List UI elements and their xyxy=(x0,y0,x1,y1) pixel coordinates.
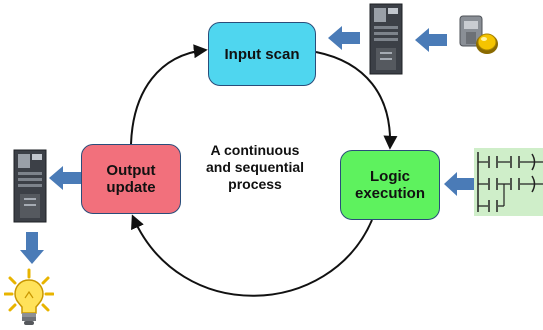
flow-arrow-module-to-input xyxy=(328,26,360,50)
ladder-diagram-icon xyxy=(474,148,543,216)
output-update-box: Output update xyxy=(81,144,181,214)
cycle-arrow-input-to-logic xyxy=(315,51,398,150)
logic-execution-label: Logic execution xyxy=(354,168,426,202)
input-scan-box: Input scan xyxy=(208,22,316,86)
output-update-label: Output update xyxy=(106,162,156,196)
plc-module-icon xyxy=(369,3,403,75)
center-caption: A continuous and sequential process xyxy=(205,142,305,192)
push-button-icon xyxy=(459,15,498,54)
cycle-arrow-output-to-input xyxy=(130,44,208,145)
logic-execution-box: Logic execution xyxy=(340,150,440,220)
plc-module-icon xyxy=(13,149,47,223)
cycle-arrow-logic-to-output xyxy=(131,214,373,297)
flow-arrow-output-to-module xyxy=(49,166,81,190)
flow-arrow-ladder-to-logic xyxy=(444,172,474,196)
flow-arrow-button-to-module xyxy=(415,28,447,52)
light-bulb-icon xyxy=(4,268,54,325)
input-scan-label: Input scan xyxy=(224,45,300,63)
flow-arrow-module-to-lamp xyxy=(20,232,44,264)
